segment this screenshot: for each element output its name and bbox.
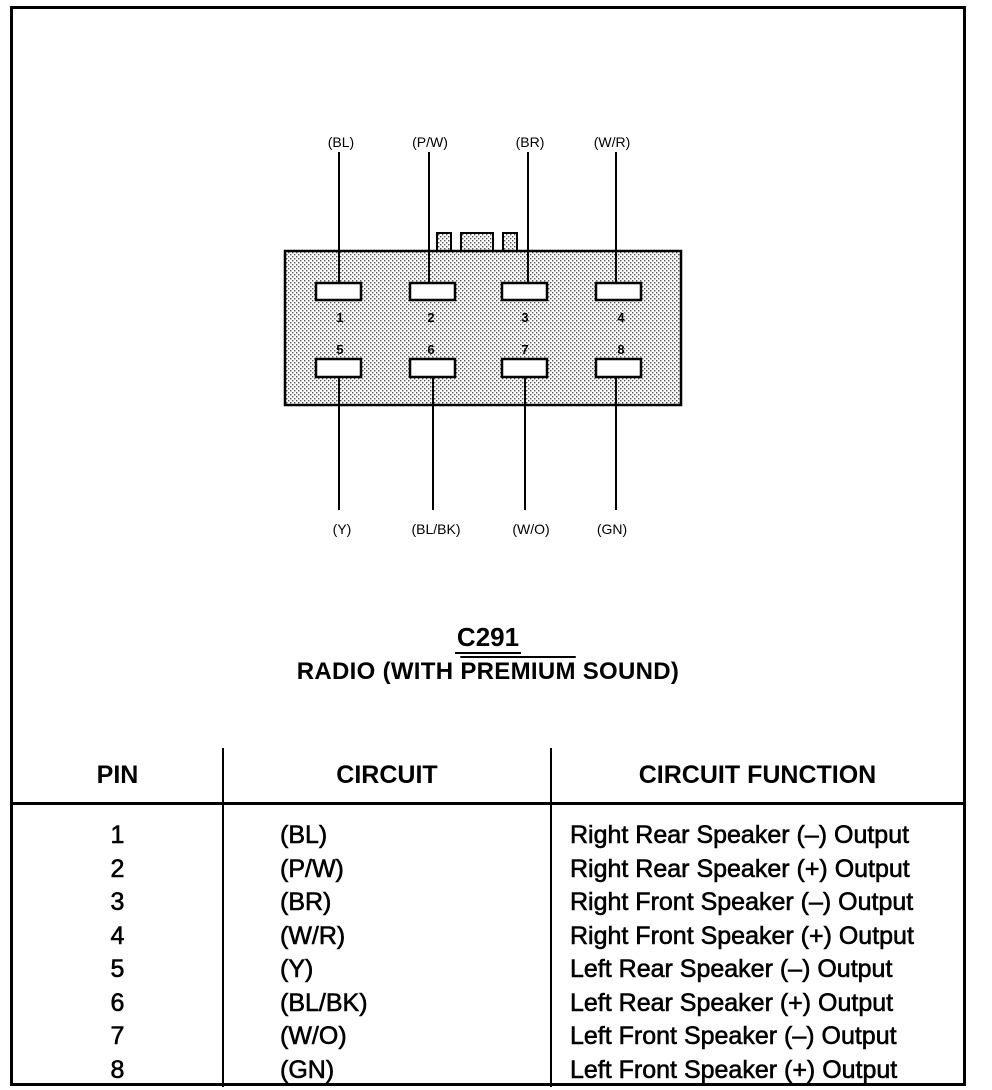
cell-circuit: (BR) [222,886,551,920]
table-row: 6 (BL/BK) Left Rear Speaker (+) Output [13,986,963,1020]
terminal-8 [594,357,643,379]
cell-function: Right Front Speaker (–) Output [550,886,963,920]
cell-function: Right Rear Speaker (+) Output [550,852,963,886]
cell-pin: 6 [110,988,125,1017]
terminal-5 [314,357,363,379]
cell-circuit: (W/O) [222,1020,551,1054]
cell-circuit: (GN) [222,1053,551,1087]
cell-pin: 8 [110,1055,125,1084]
header-circuit: CIRCUIT [222,748,551,805]
cell-circuit: (Y) [222,953,551,987]
cell-pin: 7 [110,1022,125,1051]
table-row: 3 (BR) Right Front Speaker (–) Output [13,886,963,920]
table-row: 7 (W/O) Left Front Speaker (–) Output [13,1020,963,1054]
pin-number: 6 [427,342,434,357]
cell-function: Right Rear Speaker (–) Output [550,803,963,853]
pin-number: 8 [617,342,624,357]
table-row: 2 (P/W) Right Rear Speaker (+) Output [13,852,963,886]
cell-circuit: (BL/BK) [222,986,551,1020]
pinout-table: PIN CIRCUIT CIRCUIT FUNCTION 1 (BL) Righ… [13,748,963,1087]
terminals [314,281,643,379]
cell-function: Left Rear Speaker (+) Output [550,986,963,1020]
wire-label-top: (P/W) [412,134,448,150]
wires [338,152,617,510]
connector-diagram: 1 2 3 4 5 6 7 8 (BL) (P/W) (BR) (W/R) (Y… [283,134,683,537]
cell-function: Left Rear Speaker (–) Output [550,953,963,987]
header-circuit-function: CIRCUIT FUNCTION [550,748,963,805]
terminal-6 [408,357,457,379]
terminal-1 [314,281,363,302]
pin-number: 3 [521,310,528,325]
wire-label-bottom: (W/O) [512,521,549,537]
table-header-row: PIN CIRCUIT CIRCUIT FUNCTION [13,748,963,805]
wire-label-top: (W/R) [594,134,631,150]
connector-name: RADIO (WITH PREMIUM SOUND) [296,658,680,685]
pin-number: 4 [617,310,625,325]
cell-pin: 3 [110,888,125,917]
terminal-3 [500,281,549,302]
cell-circuit: (W/R) [222,919,551,953]
table-row: 4 (W/R) Right Front Speaker (+) Output [13,919,963,953]
pin-number: 2 [427,310,434,325]
cell-pin: 4 [110,921,125,950]
pin-number: 5 [336,342,343,357]
connector-id: C291 [454,622,522,654]
wire-label-bottom: (BL/BK) [411,521,460,537]
connector-body [283,249,683,407]
terminal-4 [594,281,643,302]
pin-number: 1 [336,310,343,325]
table-row: 5 (Y) Left Rear Speaker (–) Output [13,953,963,987]
cell-circuit: (P/W) [222,852,551,886]
wire-label-bottom: (GN) [597,521,627,537]
cell-pin: 2 [110,854,125,883]
table-row: 1 (BL) Right Rear Speaker (–) Output [13,803,963,853]
cell-function: Right Front Speaker (+) Output [550,919,963,953]
cell-pin: 5 [110,955,125,984]
terminal-2 [408,281,457,302]
table-row: 8 (GN) Left Front Speaker (+) Output [13,1053,963,1087]
wire-label-top: (BR) [516,134,545,150]
terminal-7 [500,357,549,379]
cell-function: Left Front Speaker (+) Output [550,1053,963,1087]
wire-label-top: (BL) [328,134,354,150]
connector-tabs [436,232,518,252]
wire-label-bottom: (Y) [333,521,352,537]
cell-function: Left Front Speaker (–) Output [550,1020,963,1054]
pin-number: 7 [521,342,528,357]
header-pin: PIN [13,748,223,805]
cell-pin: 1 [110,821,125,850]
cell-circuit: (BL) [222,803,551,853]
